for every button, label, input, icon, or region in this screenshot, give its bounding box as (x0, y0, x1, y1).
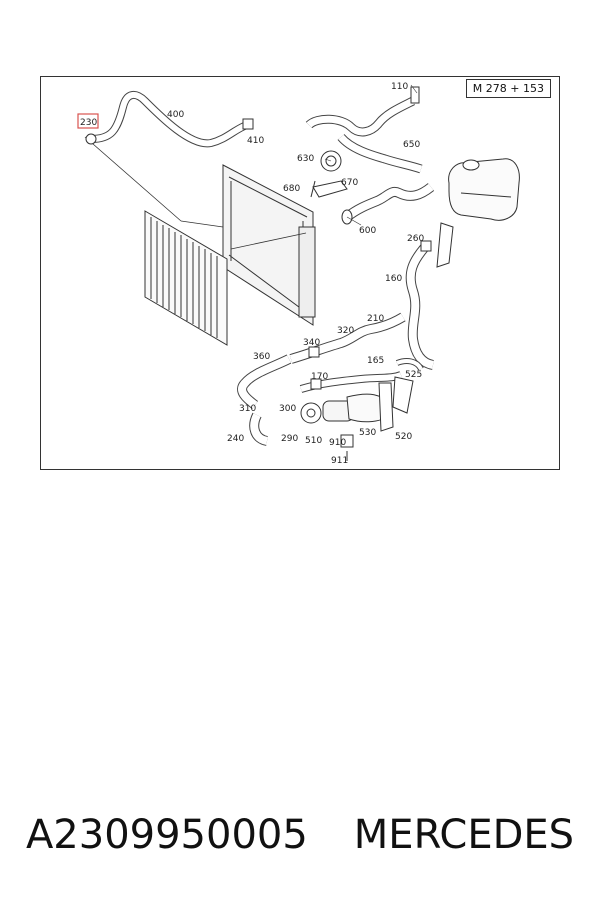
part-label-170: 170 (311, 372, 328, 382)
part-number: A2309950005 (25, 812, 308, 858)
part-label-680: 680 (283, 184, 300, 194)
part-label-530: 530 (359, 428, 376, 438)
part-labels: 230 400 410 110 650 630 670 680 600 260 … (80, 82, 424, 466)
part-label-510: 510 (305, 436, 322, 446)
part-label-911: 911 (331, 456, 348, 466)
part-label-230: 230 (80, 118, 97, 128)
brand-name: MERCEDES (353, 812, 575, 858)
part-label-600: 600 (359, 226, 376, 236)
part-label-300: 300 (279, 404, 296, 414)
diagram-drawing: 230 400 410 110 650 630 670 680 600 260 … (77, 82, 520, 466)
part-label-110: 110 (391, 82, 408, 92)
part-label-210: 210 (367, 314, 384, 324)
model-code-box: M 278 + 153 (465, 79, 551, 98)
part-label-630: 630 (297, 154, 314, 164)
part-label-410: 410 (247, 136, 264, 146)
condenser-drawing (144, 210, 228, 346)
highlight-box-230 (77, 113, 99, 129)
part-label-340: 340 (303, 338, 320, 348)
part-label-320: 320 (337, 326, 354, 336)
footer: A2309950005 MERCEDES (0, 805, 600, 865)
part-label-520: 520 (395, 432, 412, 442)
part-label-260: 260 (407, 234, 424, 244)
part-label-670: 670 (341, 178, 358, 188)
part-label-290: 290 (281, 434, 298, 444)
part-label-650: 650 (403, 140, 420, 150)
part-label-910: 910 (329, 438, 346, 448)
part-label-240: 240 (227, 434, 244, 444)
part-label-360: 360 (253, 352, 270, 362)
expansion-tank (436, 158, 520, 268)
part-label-400: 400 (167, 110, 184, 120)
part-label-165: 165 (367, 356, 384, 366)
part-label-160: 160 (385, 274, 402, 284)
parts-diagram: M 278 + 153 (40, 76, 560, 470)
radiator-drawing (222, 164, 316, 326)
part-label-310: 310 (239, 404, 256, 414)
water-pump-510 (300, 393, 390, 424)
part-label-525: 525 (405, 370, 422, 380)
bracket-520 (378, 382, 394, 432)
